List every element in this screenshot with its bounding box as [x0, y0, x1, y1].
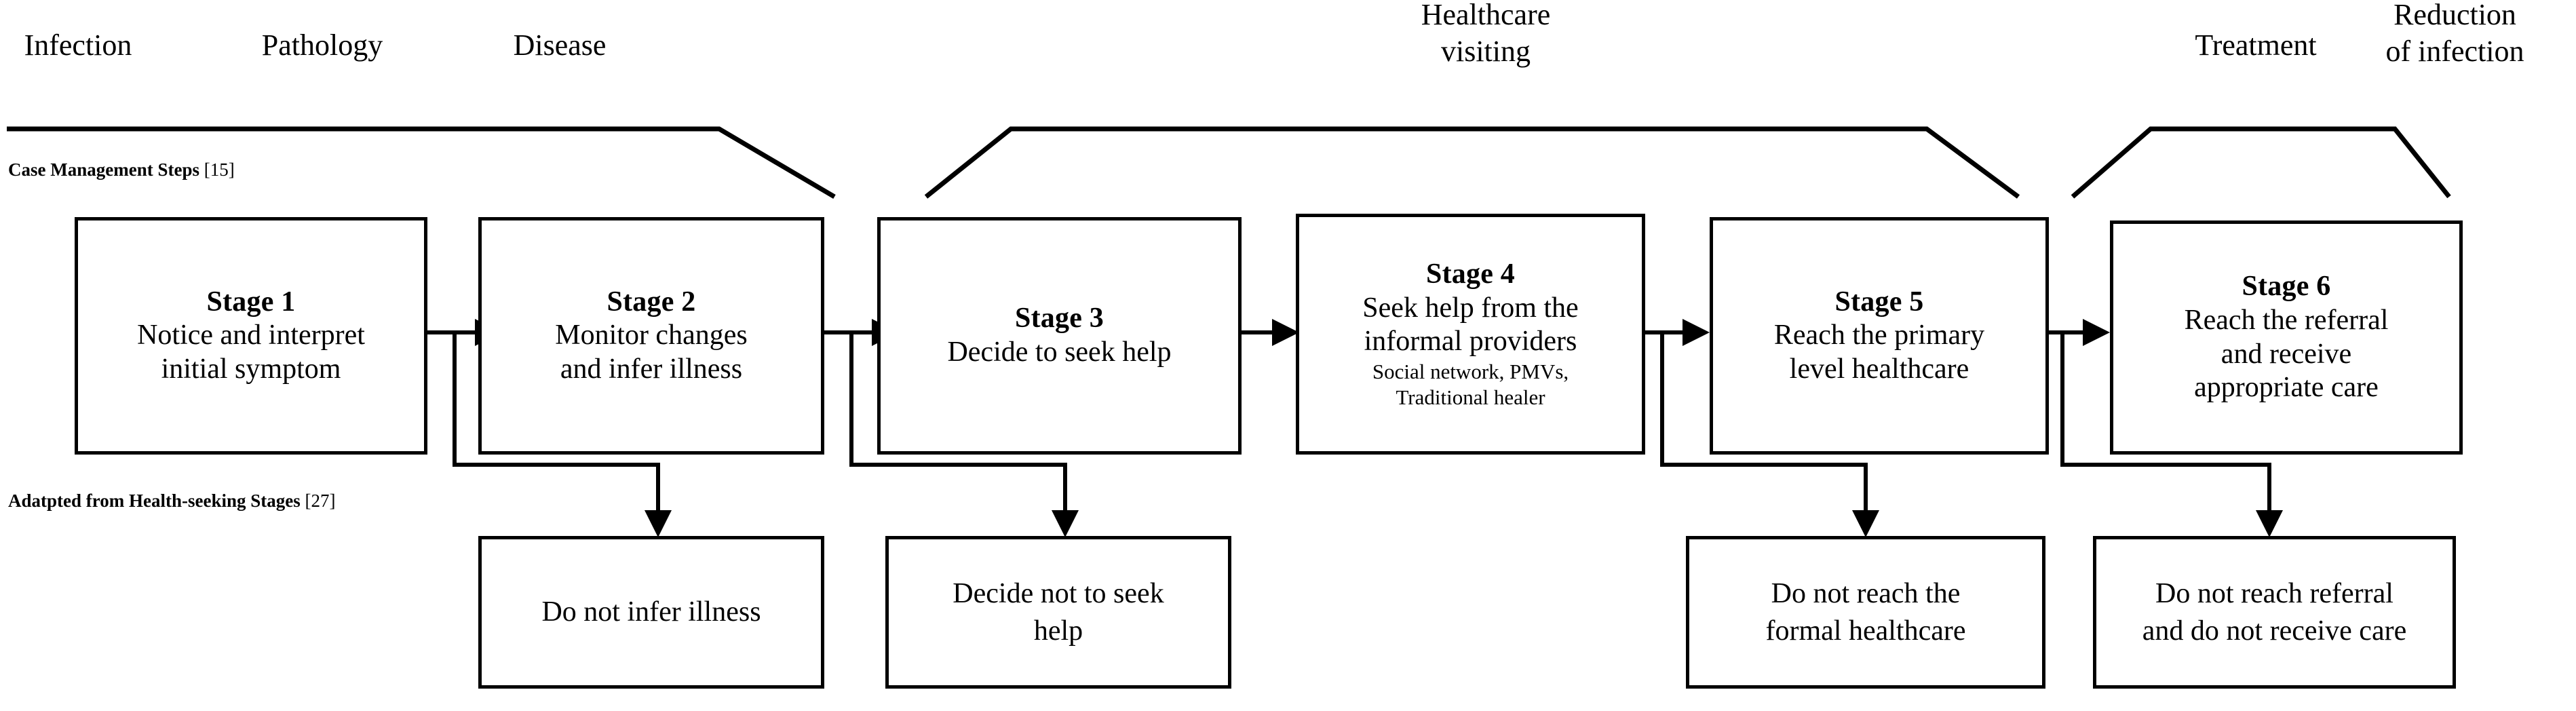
- bracket-treatment: [2071, 126, 2451, 199]
- stage-box-1-body: Notice and interpret initial symptom: [137, 320, 365, 385]
- stage-box-5-body: Reach the primary level healthcare: [1773, 320, 1985, 385]
- stage-box-4-title: Stage 4: [1426, 258, 1515, 290]
- row-label-health-seeking-stages: Adatpted from Health-seeking Stages [27]: [8, 491, 335, 512]
- stage-box-2[interactable]: Stage 2 Monitor changes and infer illnes…: [478, 217, 824, 455]
- row-label-health-seeking-stages-ref: [27]: [305, 491, 336, 511]
- stage-box-4-sub: Social network, PMVs, Traditional healer: [1372, 360, 1569, 409]
- arrowhead-stage4-to-stage5: [1683, 319, 1710, 346]
- stage-box-3-title: Stage 3: [1015, 303, 1104, 334]
- outcome-box-do-not-reach-formal-healthcare[interactable]: Do not reach the formal healthcare: [1686, 536, 2045, 689]
- stage-box-4[interactable]: Stage 4 Seek help from the informal prov…: [1296, 214, 1645, 455]
- track-label-reduction-of-infection: Reduction of infection: [2385, 0, 2524, 68]
- track-label-healthcare-visiting: Healthcare visiting: [1421, 0, 1551, 68]
- stage-box-5[interactable]: Stage 5 Reach the primary level healthca…: [1710, 217, 2049, 455]
- track-label-disease: Disease: [513, 28, 607, 62]
- row-label-case-management-steps-text: Case Management Steps: [8, 159, 199, 180]
- outcome-box-do-not-infer-illness[interactable]: Do not infer illness: [478, 536, 824, 689]
- arrowhead-stage3-to-stage4: [1272, 319, 1299, 346]
- stage-box-2-title: Stage 2: [607, 286, 696, 318]
- stage-box-6-title: Stage 6: [2242, 271, 2331, 303]
- stage-box-4-body: Seek help from the informal providers: [1362, 292, 1579, 358]
- stage-box-6[interactable]: Stage 6 Reach the referral and receive a…: [2110, 220, 2463, 455]
- row-label-case-management-steps-ref: [15]: [204, 159, 235, 180]
- arrowhead-outcome4: [2256, 510, 2283, 537]
- stage-box-1[interactable]: Stage 1 Notice and interpret initial sym…: [75, 217, 427, 455]
- outcome-box-decide-not-to-seek-help[interactable]: Decide not to seek help: [885, 536, 1231, 689]
- stage-box-1-title: Stage 1: [206, 286, 296, 318]
- track-label-treatment: Treatment: [2195, 28, 2317, 62]
- stage-box-6-body: Reach the referral and receive appropria…: [2184, 304, 2389, 404]
- bracket-healthcare-visiting: [924, 126, 2020, 199]
- track-label-pathology: Pathology: [261, 28, 383, 62]
- arrowhead-outcome1: [645, 510, 672, 537]
- stage-box-3[interactable]: Stage 3 Decide to seek help: [877, 217, 1242, 455]
- arrowhead-outcome3: [1852, 510, 1879, 537]
- stage-box-5-title: Stage 5: [1834, 286, 1924, 318]
- outcome-box-do-not-reach-referral[interactable]: Do not reach referral and do not receive…: [2093, 536, 2456, 689]
- track-label-infection: Infection: [24, 28, 132, 62]
- arrowhead-outcome2: [1052, 510, 1079, 537]
- arrowhead-stage5-to-stage6: [2083, 319, 2110, 346]
- stage-box-2-body: Monitor changes and infer illness: [555, 320, 748, 385]
- row-label-health-seeking-stages-text: Adatpted from Health-seeking Stages: [8, 491, 301, 511]
- row-label-case-management-steps: Case Management Steps [15]: [8, 159, 235, 180]
- stage-box-3-body: Decide to seek help: [947, 337, 1172, 368]
